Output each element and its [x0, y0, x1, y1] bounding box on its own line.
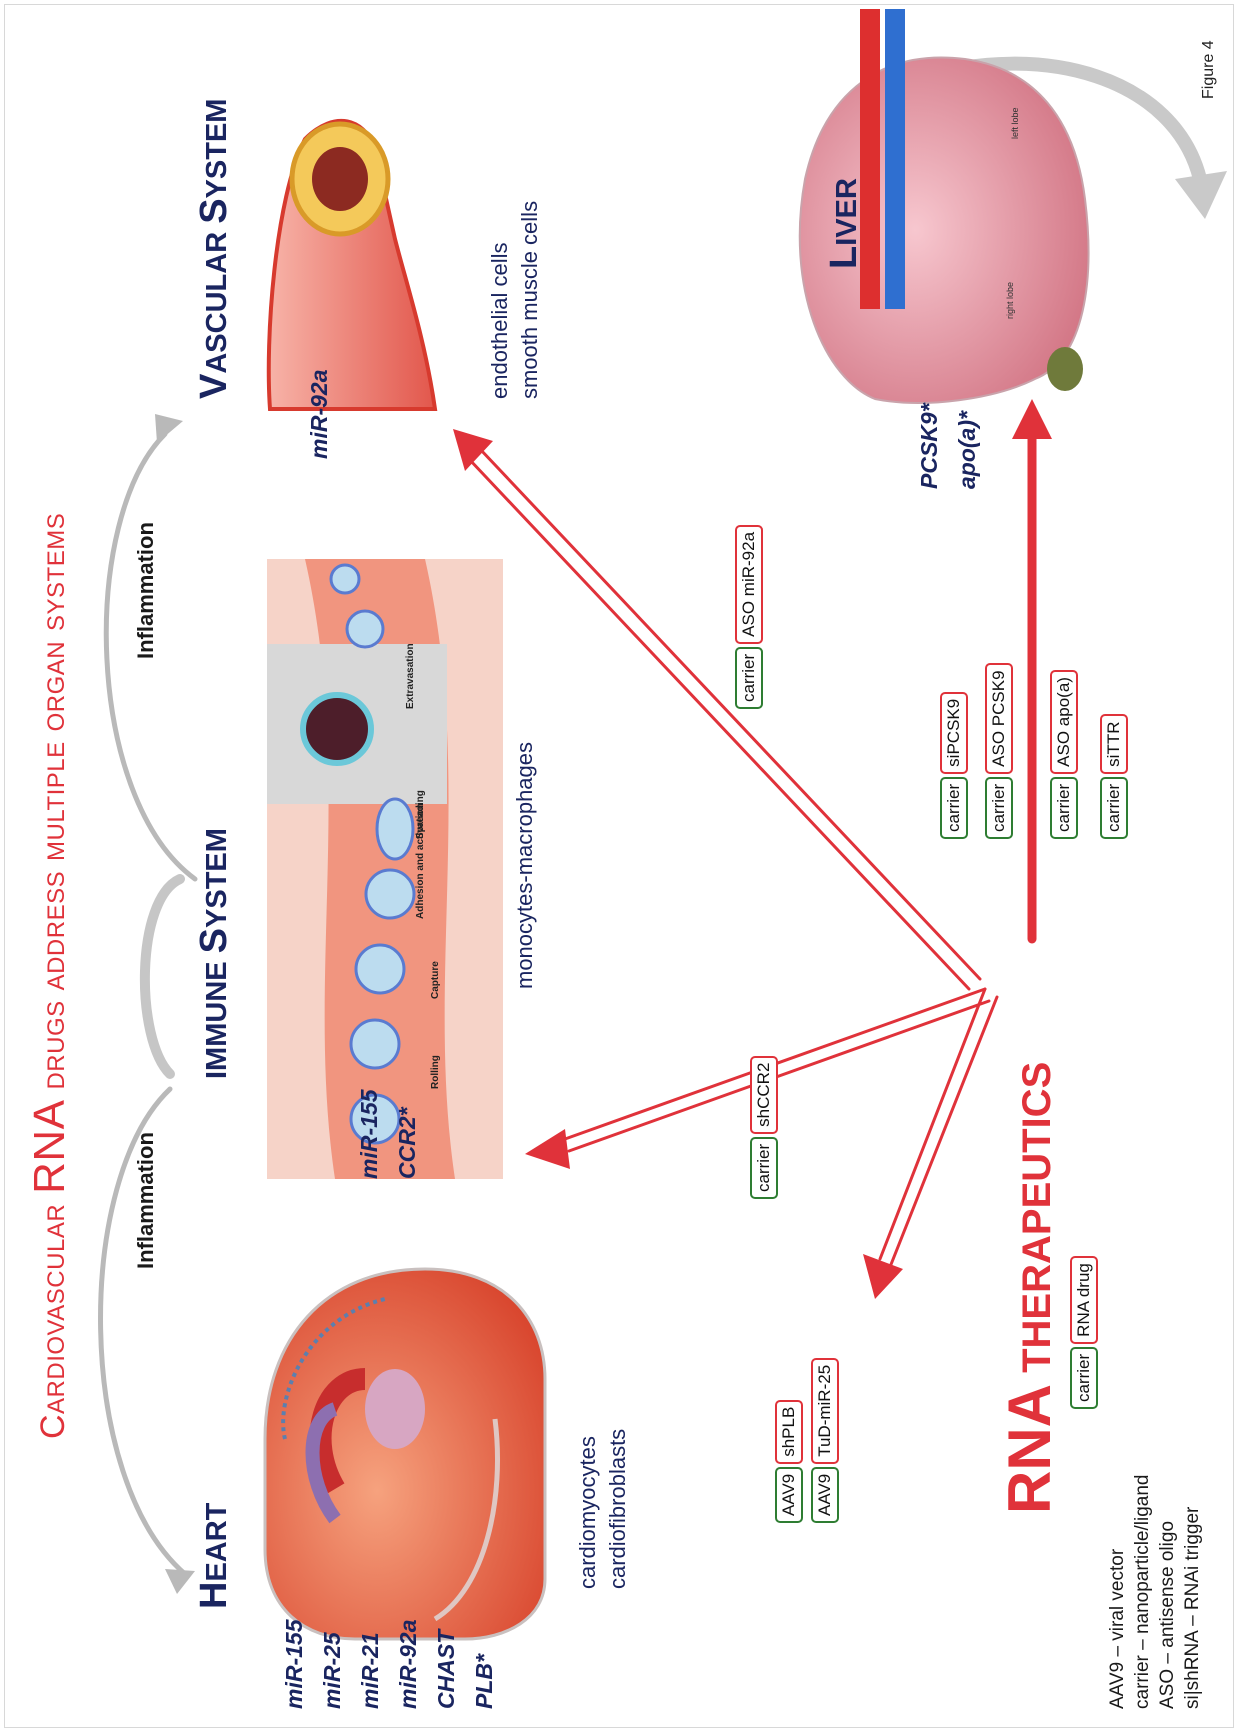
drug-tag: ASO PCSK9 — [985, 663, 1013, 773]
figure-stage: Cardiovascular RNA drugs address multipl… — [5, 5, 1234, 1728]
curve-immune-vascular-head — [155, 414, 183, 443]
drug-chip-immune: carrier shCCR2 — [750, 1056, 778, 1199]
drug-tag: shCCR2 — [750, 1056, 778, 1134]
liver-art-label: left lobe — [1010, 107, 1020, 139]
heart-cell-type: cardiofibroblasts — [603, 1429, 633, 1589]
drug-chip-heart-1: AAV9 shPLB — [775, 1400, 803, 1523]
legend-line: carrier – nanoparticle/ligand — [1130, 1475, 1155, 1709]
heart-gene: miR-92a — [389, 1620, 427, 1709]
immune-art-label: Rolling — [430, 1055, 441, 1089]
drug-chip-liver-3: carrier ASO apo(a) — [1050, 670, 1078, 839]
vascular-genes: miR-92a — [300, 370, 338, 459]
drug-tag: RNA drug — [1070, 1256, 1098, 1344]
vascular-cell-type: smooth muscle cells — [515, 201, 545, 399]
immune-cells: monocytes-macrophages — [510, 742, 540, 989]
liver-title: LIVER — [823, 178, 866, 269]
carrier-tag: carrier — [1070, 1347, 1098, 1409]
figure-number: Figure 4 — [1200, 40, 1218, 99]
carrier-tag: AAV9 — [811, 1467, 839, 1523]
inflammation-label-2: Inflammation — [133, 522, 159, 659]
carrier-tag: carrier — [1100, 777, 1128, 839]
heart-gene: CHAST — [427, 1620, 465, 1709]
drug-chip-liver-4: carrier siTTR — [1100, 715, 1128, 840]
drug-tag: TuD-miR-25 — [811, 1358, 839, 1464]
curve-liver-vascular-head — [1175, 171, 1227, 219]
immune-gene: miR-155 — [350, 1090, 388, 1179]
inflammation-label-1: Inflammation — [133, 1132, 159, 1269]
curve-center — [145, 879, 180, 1074]
heart-gene: PLB* — [465, 1620, 503, 1709]
vascular-illustration — [269, 121, 435, 409]
heart-title: HEART — [193, 1503, 236, 1609]
immune-art-label: Extravasation — [405, 643, 416, 709]
liver-gene: apo(a)* — [948, 403, 986, 489]
drug-chip-heart-2: AAV9 TuD-miR-25 — [811, 1358, 839, 1523]
heart-genes: miR-155 miR-25 miR-21 miR-92a CHAST PLB* — [275, 1620, 503, 1709]
legend-line: AAV9 – viral vector — [1105, 1475, 1130, 1709]
vascular-cell-type: endothelial cells — [485, 201, 515, 399]
vascular-title: VASCULAR SYSTEM — [193, 99, 236, 399]
liver-art-label: right lobe — [1005, 282, 1015, 319]
drug-tag: siPCSK9 — [940, 692, 968, 774]
drug-chip-liver-1: carrier siPCSK9 — [940, 692, 968, 839]
liver-gene: PCSK9* — [910, 403, 948, 489]
heart-gene: miR-21 — [351, 1620, 389, 1709]
drug-chip-center: carrier RNA drug — [1070, 1256, 1098, 1409]
immune-art-label: Spreading — [415, 790, 426, 839]
drug-tag: ASO apo(a) — [1050, 670, 1078, 774]
heart-gene: miR-155 — [275, 1620, 313, 1709]
heart-cells: cardiomyocytes cardiofibroblasts — [573, 1429, 633, 1589]
drug-tag: siTTR — [1100, 715, 1128, 774]
drug-tag: ASO miR-92a — [735, 525, 763, 644]
immune-cell-type: monocytes-macrophages — [510, 742, 540, 989]
carrier-tag: carrier — [1050, 777, 1078, 839]
vascular-cells: endothelial cells smooth muscle cells — [485, 201, 545, 399]
immune-art-label: Capture — [430, 961, 441, 999]
carrier-tag: carrier — [750, 1137, 778, 1199]
immune-title: IMMUNE SYSTEM — [193, 828, 236, 1079]
carrier-tag: carrier — [940, 777, 968, 839]
heart-cell-type: cardiomyocytes — [573, 1429, 603, 1589]
curve-heart-immune-head — [165, 1569, 195, 1594]
heart-gene: miR-25 — [313, 1620, 351, 1709]
arrow-to-vascular — [480, 449, 980, 979]
heart-illustration — [265, 1269, 545, 1639]
immune-gene: CCR2* — [388, 1090, 426, 1179]
abbreviation-legend: AAV9 – viral vector carrier – nanopartic… — [1105, 1475, 1205, 1709]
vascular-gene: miR-92a — [300, 370, 338, 459]
legend-line: si|shRNA – RNAi trigger — [1180, 1475, 1205, 1709]
carrier-tag: carrier — [735, 647, 763, 709]
immune-illustration — [267, 559, 503, 1179]
figure-frame: Cardiovascular RNA drugs address multipl… — [4, 4, 1234, 1728]
legend-line: ASO – antisense oligo — [1155, 1475, 1180, 1709]
drug-chip-liver-2: carrier ASO PCSK9 — [985, 663, 1013, 839]
immune-genes: miR-155 CCR2* — [350, 1090, 426, 1179]
drug-chip-vascular: carrier ASO miR-92a — [735, 525, 763, 709]
liver-genes: PCSK9* apo(a)* — [910, 403, 986, 489]
carrier-tag: carrier — [985, 777, 1013, 839]
carrier-tag: AAV9 — [775, 1467, 803, 1523]
rna-therapeutics-label: RNA THERAPEUTICS — [995, 1062, 1064, 1514]
drug-tag: shPLB — [775, 1400, 803, 1464]
arrow-to-heart — [880, 989, 985, 1259]
